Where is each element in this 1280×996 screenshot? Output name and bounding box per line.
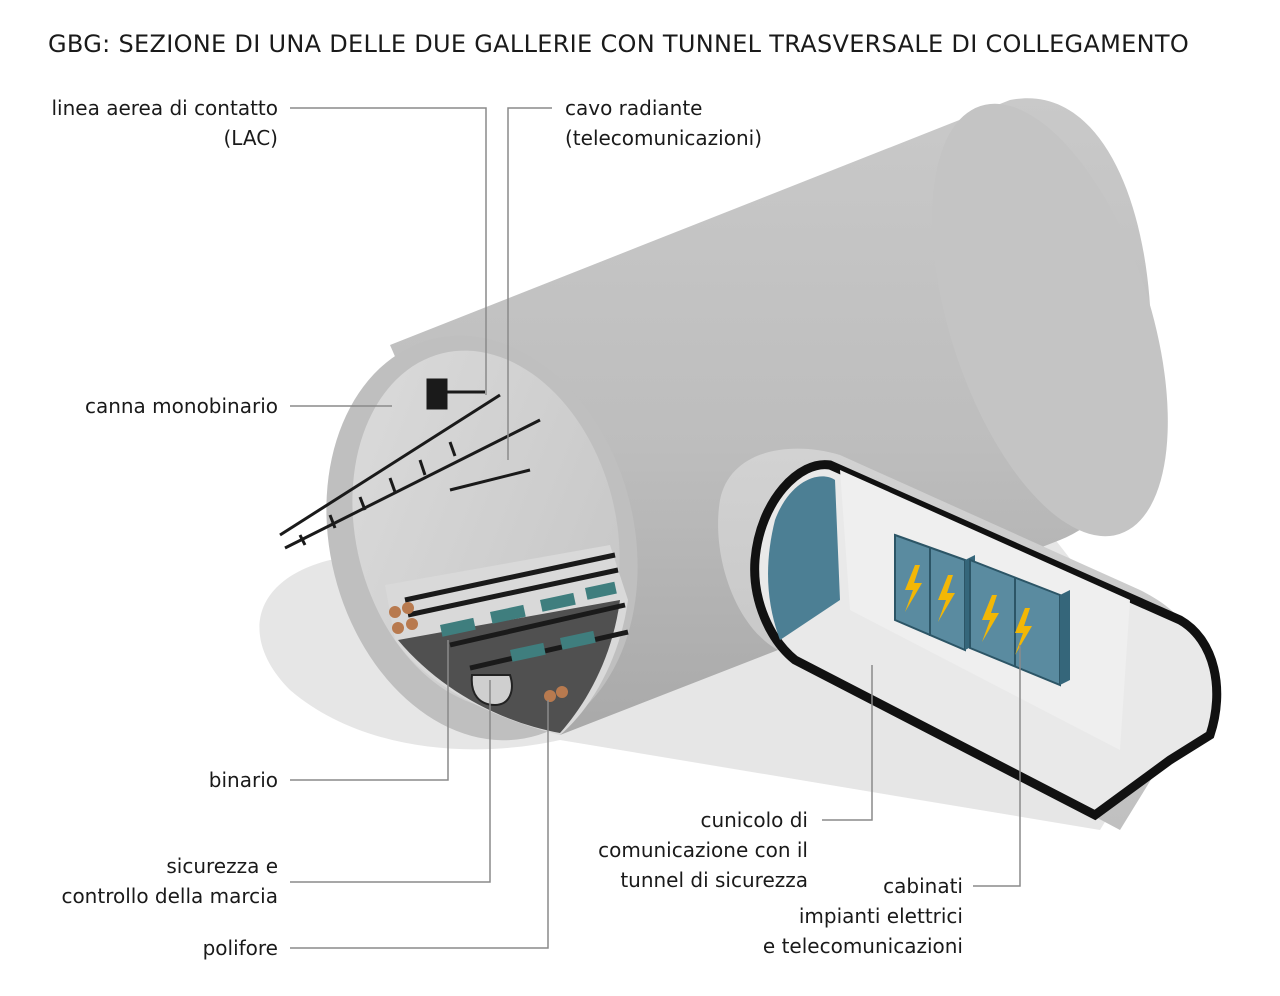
diagram-title: GBG: SEZIONE DI UNA DELLE DUE GALLERIE C… (48, 30, 1189, 58)
label-cabinati: cabinati impianti elettrici e telecomuni… (763, 871, 963, 961)
label-canna-monobinario: canna monobinario (85, 391, 278, 421)
label-cavo-radiante: cavo radiante (telecomunicazioni) (565, 93, 762, 153)
label-binario: binario (209, 765, 278, 795)
label-lac: linea aerea di contatto (LAC) (51, 93, 278, 153)
label-sicurezza: sicurezza e controllo della marcia (61, 851, 278, 911)
label-polifore: polifore (203, 933, 278, 963)
